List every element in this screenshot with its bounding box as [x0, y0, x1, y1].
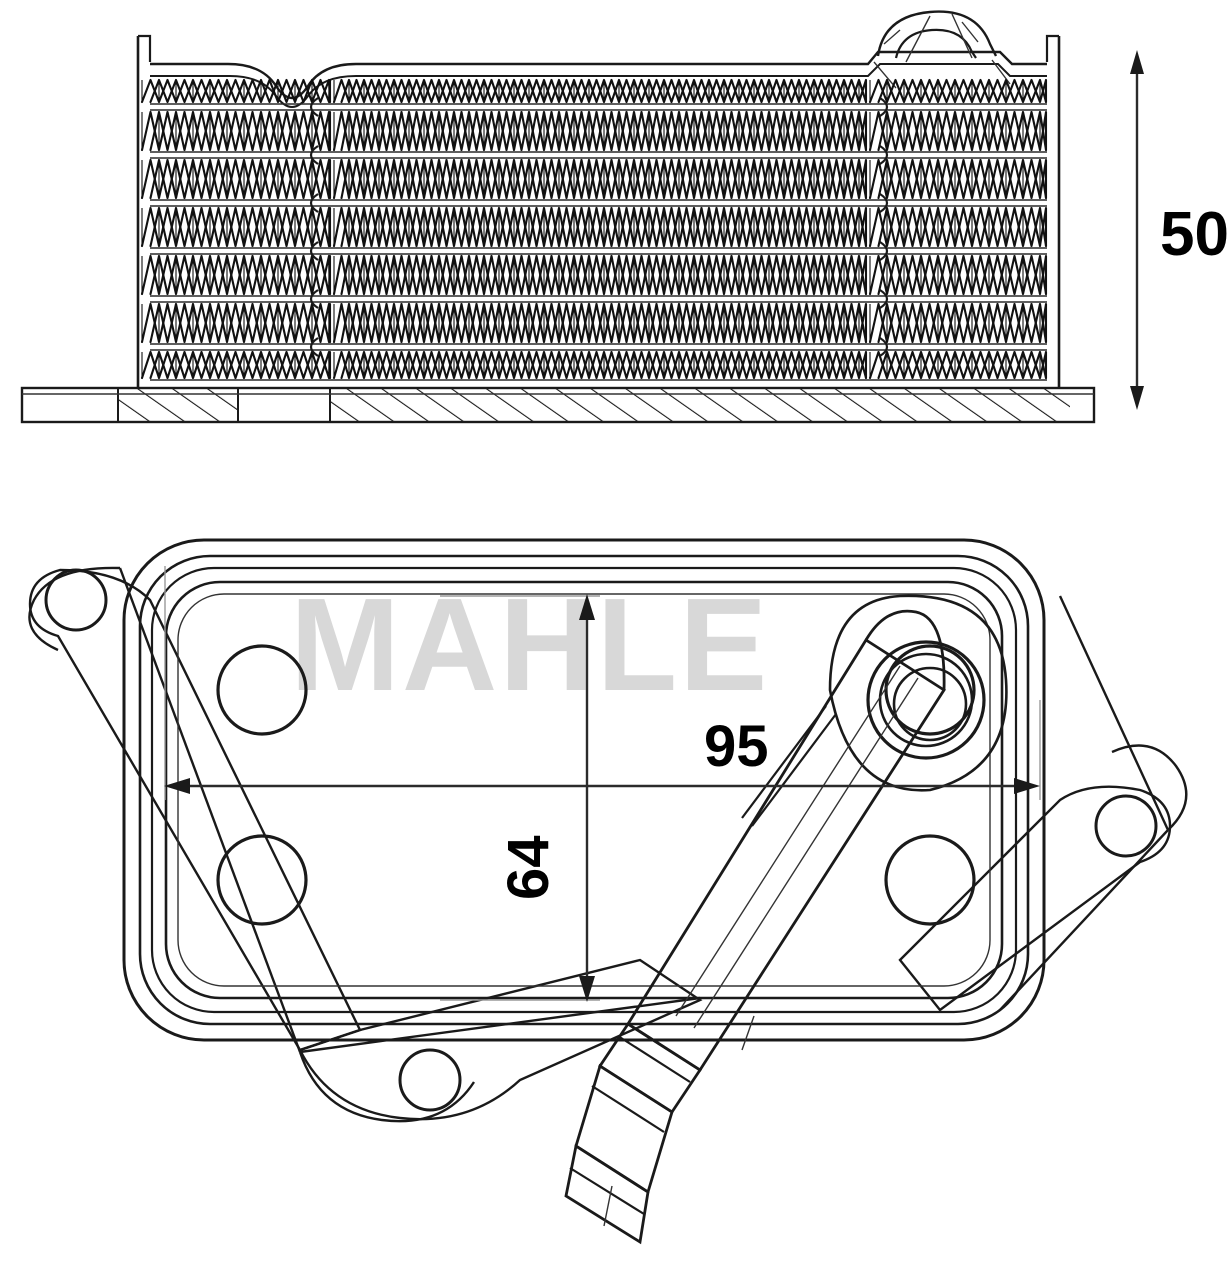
port-upper-right — [884, 644, 976, 736]
dimension-height-50: 50 — [1130, 50, 1229, 410]
fin-pack-right — [868, 78, 1048, 380]
dimension-length-95: 95 — [164, 566, 1041, 800]
port-lower-right — [884, 834, 976, 926]
dimension-height-label: 50 — [1160, 200, 1229, 269]
bracket-edges — [118, 567, 1170, 1054]
port-lower-left — [216, 834, 308, 926]
mounting-hole-bottom — [398, 1048, 462, 1112]
internal-ports — [216, 644, 976, 926]
fin-pack-center — [332, 78, 868, 380]
base-plate-section — [20, 386, 1096, 424]
bracket-pads — [28, 566, 1188, 1123]
dimension-length-label: 95 — [704, 714, 769, 779]
side-elevation-view: 50 — [20, 10, 1229, 424]
header-collars — [309, 97, 889, 357]
dimension-width-64: 64 — [440, 594, 600, 1002]
fin-pack-left — [140, 78, 332, 380]
mahle-watermark-text: MAHLE — [290, 571, 769, 718]
dimension-width-label: 64 — [496, 835, 561, 900]
mounting-brackets — [28, 568, 1172, 1121]
mounting-lug — [873, 10, 1011, 89]
mounting-hole-right — [1094, 794, 1158, 858]
plate-stack — [150, 103, 1047, 381]
bracket-mounting-holes — [44, 568, 1158, 1112]
port-upper-left — [216, 644, 308, 736]
oil-pipe-connector — [564, 609, 946, 1245]
mounting-hole-top-left — [44, 568, 108, 632]
port-boss — [828, 594, 1008, 792]
mahle-watermark: MAHLE — [290, 571, 769, 718]
plan-view: MAHLE — [28, 538, 1188, 1245]
